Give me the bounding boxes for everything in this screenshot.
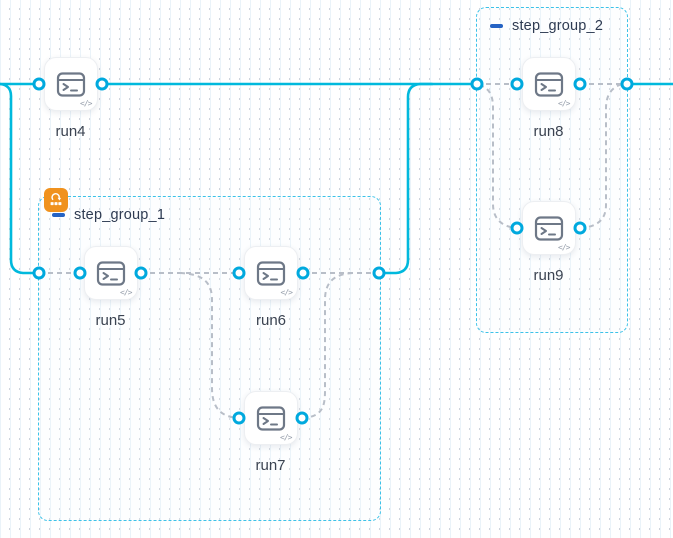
group-step-group-1[interactable]: step_group_1 <box>38 188 381 521</box>
node-label: run7 <box>255 457 286 474</box>
port-run7-in[interactable] <box>232 411 246 425</box>
port-step-group-1-in[interactable] <box>32 266 46 280</box>
port-step-group-1-out[interactable] <box>372 266 386 280</box>
port-run4-out[interactable] <box>95 77 109 91</box>
terminal-icon <box>534 215 563 241</box>
edge-run5-to-run7[interactable] <box>179 272 240 419</box>
port-run8-in[interactable] <box>510 77 524 91</box>
terminal-icon <box>256 405 285 431</box>
port-run7-out[interactable] <box>295 411 309 425</box>
node-label: run9 <box>533 267 564 284</box>
code-icon: </> <box>280 433 292 442</box>
code-icon: </> <box>120 288 132 297</box>
code-icon: </> <box>80 99 92 108</box>
port-run6-out[interactable] <box>296 266 310 280</box>
node-run9[interactable]: </> run9 <box>521 201 576 284</box>
port-run5-in[interactable] <box>73 266 87 280</box>
port-run9-out[interactable] <box>573 221 587 235</box>
code-icon: </> <box>558 99 570 108</box>
node-run7[interactable]: </> run7 <box>243 391 298 474</box>
terminal-icon <box>256 260 286 286</box>
node-run8[interactable]: </> run8 <box>521 57 576 140</box>
group-label: step_group_2 <box>512 18 604 34</box>
loop-badge-icon <box>44 188 68 212</box>
port-step-group-2-out[interactable] <box>620 77 634 91</box>
port-run5-out[interactable] <box>134 266 148 280</box>
node-run4[interactable]: </> run4 <box>43 57 98 140</box>
edge-group2-in-to-run9[interactable] <box>478 84 518 229</box>
edge-step-group-1-to-step-group-2[interactable] <box>377 82 434 275</box>
node-label: run4 <box>55 123 86 140</box>
node-label: run5 <box>95 312 126 329</box>
port-run6-in[interactable] <box>232 266 246 280</box>
terminal-icon <box>56 71 85 97</box>
port-run4-in[interactable] <box>32 77 46 91</box>
edge-left-to-step-group-1[interactable] <box>0 82 41 275</box>
node-label: run6 <box>255 312 287 329</box>
node-label: run8 <box>533 123 564 140</box>
port-run8-out[interactable] <box>573 77 587 91</box>
code-icon: </> <box>558 243 570 252</box>
port-run9-in[interactable] <box>510 221 524 235</box>
port-step-group-2-in[interactable] <box>470 77 484 91</box>
node-run5[interactable]: </> run5 <box>83 246 138 329</box>
collapse-group-icon[interactable] <box>490 24 503 28</box>
terminal-icon <box>96 260 125 286</box>
terminal-icon <box>534 71 563 97</box>
group-label: step_group_1 <box>74 207 166 223</box>
code-icon: </> <box>280 288 293 297</box>
collapse-group-icon[interactable] <box>52 213 65 217</box>
node-run6[interactable]: </> run6 <box>244 246 298 329</box>
